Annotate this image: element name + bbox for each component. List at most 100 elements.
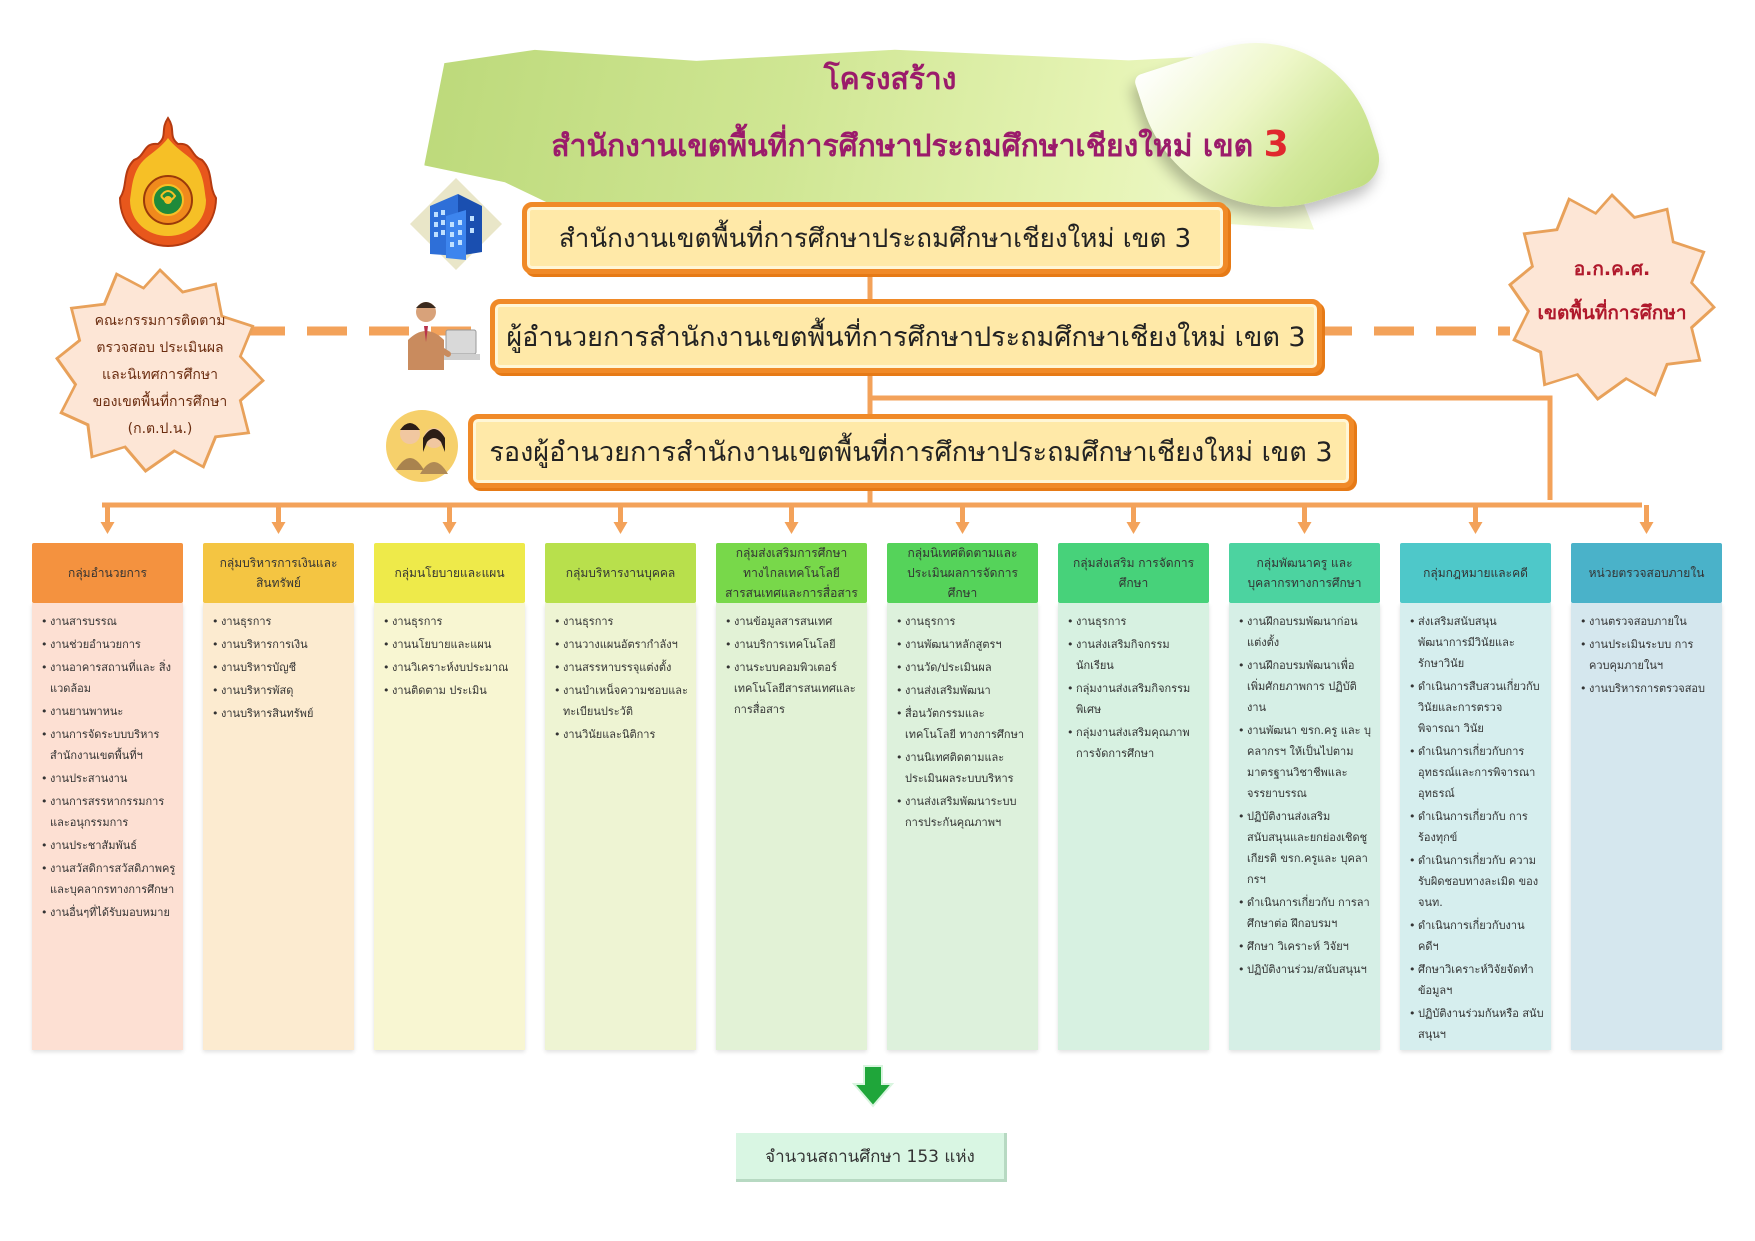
- office-box: สำนักงานเขตพื้นที่การศึกษาประถมศึกษาเชีย…: [522, 202, 1228, 274]
- deputy-people-icon: [386, 410, 458, 482]
- group-task-item: งานบริหารการเงิน: [212, 634, 347, 655]
- group-header: กลุ่มพัฒนาครู และบุคลากรทางการศึกษา: [1229, 543, 1380, 603]
- group-task-item: งานนิเทศติดตามและ ประเมินผลระบบบริหาร: [896, 747, 1031, 789]
- group-task-item: ส่งเสริมสนับสนุน พัฒนาการมีวินัยและ รักษ…: [1409, 611, 1544, 674]
- group-task-item: งานบริหารพัสดุ: [212, 680, 347, 701]
- group-task-item: งานบริหารสินทรัพย์: [212, 703, 347, 724]
- title-line-2-text: สำนักงานเขตพื้นที่การศึกษาประถมศึกษาเชีย…: [551, 129, 1264, 164]
- group-header: กลุ่มอำนวยการ: [32, 543, 183, 603]
- group-task-list: งานธุรการงานบริหารการเงินงานบริหารบัญชีง…: [212, 611, 347, 726]
- group-task-item: งานธุรการ: [383, 611, 518, 632]
- group-task-item: งานฝึกอบรมพัฒนาก่อน แต่งตั้ง: [1238, 611, 1373, 653]
- group-task-item: งานธุรการ: [1067, 611, 1202, 632]
- group-task-list: งานตรวจสอบภายในงานประเมินระบบ การควบคุมภ…: [1580, 611, 1715, 701]
- down-arrow-icon: [852, 1065, 894, 1108]
- group-task-item: งานประเมินระบบ การควบคุมภายในฯ: [1580, 634, 1715, 676]
- office-building-icon: [410, 178, 502, 270]
- group-task-item: งานพัฒนาหลักสูตรฯ: [896, 634, 1031, 655]
- group-header: กลุ่มบริหารการเงินและสินทรัพย์: [203, 543, 354, 603]
- title-line-2: สำนักงานเขตพื้นที่การศึกษาประถมศึกษาเชีย…: [540, 123, 1300, 170]
- group-header: กลุ่มนิเทศติดตามและ ประเมินผลการจัดการศึ…: [887, 543, 1038, 603]
- connector-arrowhead: [100, 522, 115, 534]
- title-line-2-number: 3: [1263, 124, 1289, 165]
- group-task-item: งานวินัยและนิติการ: [554, 724, 689, 745]
- group-task-list: งานข้อมูลสารสนเทศงานบริการเทคโนโลยีงานระ…: [725, 611, 860, 722]
- title-line-1: โครงสร้าง: [823, 62, 957, 97]
- group-header: หน่วยตรวจสอบภายใน: [1571, 543, 1722, 603]
- right-committee-line: อ.ก.ค.ศ.: [1573, 258, 1651, 280]
- group-task-item: ดำเนินการเกี่ยวกับการ อุทธรณ์และการพิจาร…: [1409, 741, 1544, 804]
- group-header: กลุ่มกฎหมายและคดี: [1400, 543, 1551, 603]
- connector-arrowhead: [1468, 522, 1483, 534]
- group-task-item: ปฏิบัติงานร่วม/สนับสนุนฯ: [1238, 959, 1373, 980]
- group-task-item: ดำเนินการเกี่ยวกับ การร้องทุกข์: [1409, 806, 1544, 848]
- right-committee-text: อ.ก.ค.ศ. เขตพื้นที่การศึกษา: [1530, 247, 1694, 335]
- connector-arrowhead: [442, 522, 457, 534]
- schools-count-box: จำนวนสถานศึกษา 153 แห่ง: [736, 1133, 1007, 1182]
- group-task-list: งานธุรการงานส่งเสริมกิจกรรม นักเรียนกลุ่…: [1067, 611, 1202, 766]
- connector-arrowhead: [1639, 522, 1654, 534]
- connector-arrowhead: [1297, 522, 1312, 534]
- director-box: ผู้อำนวยการสำนักงานเขตพื้นที่การศึกษาประ…: [490, 299, 1322, 373]
- group-task-item: ดำเนินการเกี่ยวกับงานคดีฯ: [1409, 915, 1544, 957]
- group-task-item: สื่อนวัตกรรมและเทคโนโลยี ทางการศึกษา: [896, 703, 1031, 745]
- group-task-item: กลุ่มงานส่งเสริมคุณภาพ การจัดการศึกษา: [1067, 722, 1202, 764]
- group-task-item: งานพัฒนา ขรก.ครู และ บุคลากรฯ ให้เป็นไปต…: [1238, 720, 1373, 804]
- group-task-item: งานส่งเสริมกิจกรรม นักเรียน: [1067, 634, 1202, 676]
- group-header: กลุ่มส่งเสริม การจัดการศึกษา: [1058, 543, 1209, 603]
- group-header: กลุ่มส่งเสริมการศึกษา ทางไกลเทคโนโลยี สา…: [716, 543, 867, 603]
- left-committee-line: (ก.ต.ป.น.): [127, 421, 193, 437]
- group-task-item: กลุ่มงานส่งเสริมกิจกรรม พิเศษ: [1067, 678, 1202, 720]
- obec-emblem-icon: [118, 116, 218, 248]
- connector-arrowhead: [955, 522, 970, 534]
- connector-arrowhead: [1126, 522, 1141, 534]
- group-task-item: งานธุรการ: [212, 611, 347, 632]
- left-committee-text: คณะกรรมการติดตาม ตรวจสอบ ประเมินผล และนิ…: [85, 308, 235, 443]
- group-task-item: งานสรรหาบรรจุแต่งตั้ง: [554, 657, 689, 678]
- group-task-item: งานยานพาหนะ: [41, 701, 176, 722]
- left-committee-line: ตรวจสอบ ประเมินผล: [96, 340, 224, 356]
- group-task-list: งานธุรการงานพัฒนาหลักสูตรฯงานวัด/ประเมิน…: [896, 611, 1031, 835]
- group-task-list: งานสารบรรณงานช่วยอำนวยการงานอาคารสถานที่…: [41, 611, 176, 925]
- group-task-item: งานนโยบายและแผน: [383, 634, 518, 655]
- group-task-item: งานข้อมูลสารสนเทศ: [725, 611, 860, 632]
- group-task-item: ดำเนินการเกี่ยวกับ ความรับผิดชอบทางละเมิ…: [1409, 850, 1544, 913]
- group-task-item: งานประชาสัมพันธ์: [41, 835, 176, 856]
- group-task-item: งานธุรการ: [896, 611, 1031, 632]
- group-task-item: ศึกษาวิเคราะห์วิจัยจัดทำ ข้อมูลฯ: [1409, 959, 1544, 1001]
- group-task-item: งานช่วยอำนวยการ: [41, 634, 176, 655]
- group-task-item: งานส่งเสริมพัฒนาระบบ การประกันคุณภาพฯ: [896, 791, 1031, 833]
- deputy-box: รองผู้อำนวยการสำนักงานเขตพื้นที่การศึกษา…: [468, 414, 1354, 488]
- director-person-icon: [408, 302, 480, 370]
- left-committee-line: ของเขตพื้นที่การศึกษา: [92, 394, 228, 410]
- group-task-item: งานส่งเสริมพัฒนา: [896, 680, 1031, 701]
- group-task-list: งานธุรการงานนโยบายและแผนงานวิเคราะห์งบปร…: [383, 611, 518, 703]
- group-task-item: งานตรวจสอบภายใน: [1580, 611, 1715, 632]
- group-task-item: งานการจัดระบบบริหาร สำนักงานเขตพื้นที่ฯ: [41, 724, 176, 766]
- group-task-item: งานบำเหน็จความชอบและ ทะเบียนประวัติ: [554, 680, 689, 722]
- connector-arrowhead: [784, 522, 799, 534]
- group-task-item: งานติดตาม ประเมิน: [383, 680, 518, 701]
- group-task-list: งานธุรการงานวางแผนอัตรากำลังฯงานสรรหาบรร…: [554, 611, 689, 747]
- group-task-list: ส่งเสริมสนับสนุน พัฒนาการมีวินัยและ รักษ…: [1409, 611, 1544, 1047]
- group-task-item: งานการสรรหากรรมการ และอนุกรรมการ: [41, 791, 176, 833]
- group-task-item: งานระบบคอมพิวเตอร์ เทคโนโลยีสารสนเทศและ …: [725, 657, 860, 720]
- group-task-item: งานสารบรรณ: [41, 611, 176, 632]
- group-task-item: งานสวัสดิการสวัสดิภาพครู และบุคลากรทางกา…: [41, 858, 176, 900]
- group-task-item: ปฏิบัติงานร่วมกันหรือ สนับสนุนฯ: [1409, 1003, 1544, 1045]
- group-task-item: งานบริหารบัญชี: [212, 657, 347, 678]
- group-task-item: งานบริหารการตรวจสอบ: [1580, 678, 1715, 699]
- group-task-item: ปฏิบัติงานส่งเสริม สนับสนุนและยกย่องเชิด…: [1238, 806, 1373, 890]
- group-task-item: งานอื่นๆที่ได้รับมอบหมาย: [41, 902, 176, 923]
- left-committee-line: คณะกรรมการติดตาม: [94, 313, 226, 329]
- group-header: กลุ่มบริหารงานบุคคล: [545, 543, 696, 603]
- right-committee-line: เขตพื้นที่การศึกษา: [1537, 302, 1687, 324]
- group-task-item: งานฝึกอบรมพัฒนาเพื่อ เพิ่มศักยภาพการ ปฏิ…: [1238, 655, 1373, 718]
- connector-arrowhead: [613, 522, 628, 534]
- left-committee-line: และนิเทศการศึกษา: [102, 367, 218, 383]
- group-task-list: งานฝึกอบรมพัฒนาก่อน แต่งตั้งงานฝึกอบรมพั…: [1238, 611, 1373, 982]
- group-task-item: ดำเนินการสืบสวนเกี่ยวกับ วินัยและการตรวจ…: [1409, 676, 1544, 739]
- group-task-item: งานบริการเทคโนโลยี: [725, 634, 860, 655]
- group-task-item: งานวัด/ประเมินผล: [896, 657, 1031, 678]
- group-task-item: ดำเนินการเกี่ยวกับ การลาศึกษาต่อ ฝึกอบรม…: [1238, 892, 1373, 934]
